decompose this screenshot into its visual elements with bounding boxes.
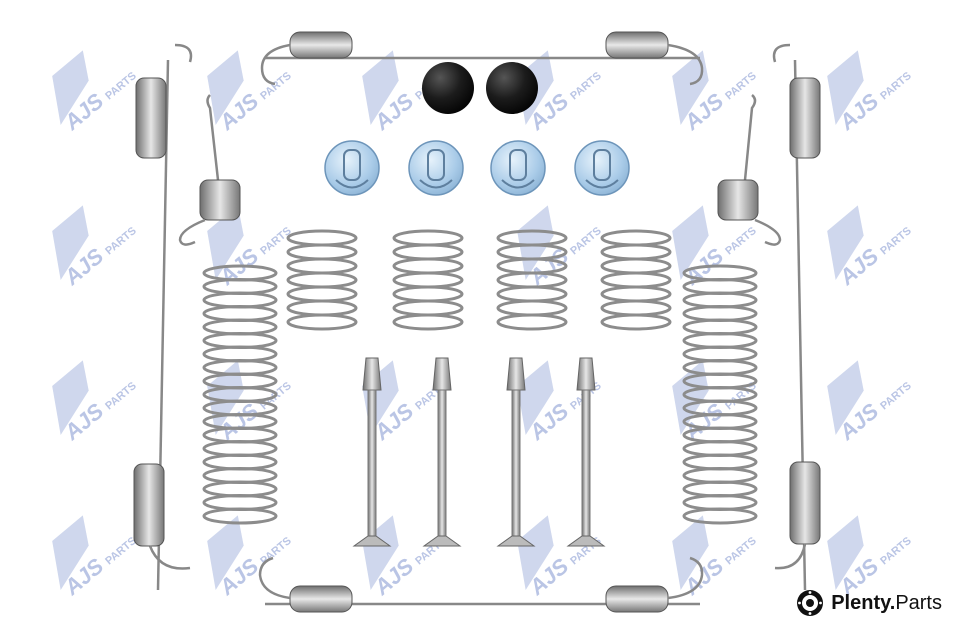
brand-dot: . <box>889 591 896 614</box>
short-spring <box>286 229 358 331</box>
side-spring-left <box>133 43 193 591</box>
svg-text:PARTS: PARTS <box>103 70 139 103</box>
hold-down-pin <box>566 357 606 547</box>
svg-text:PARTS: PARTS <box>103 535 139 568</box>
return-spring-top <box>260 31 704 86</box>
svg-text:PARTS: PARTS <box>568 70 604 103</box>
hooked-spring-left <box>178 94 241 246</box>
svg-text:PARTS: PARTS <box>878 380 914 413</box>
brand-suffix: Parts <box>895 591 942 614</box>
long-spring <box>682 264 758 525</box>
brake-disc-icon <box>797 590 824 616</box>
svg-text:PARTS: PARTS <box>723 225 759 258</box>
cap-1 <box>422 62 474 114</box>
hold-down-pin <box>422 357 462 547</box>
svg-text:PARTS: PARTS <box>878 225 914 258</box>
short-spring <box>600 229 672 331</box>
svg-text:PARTS: PARTS <box>103 380 139 413</box>
svg-text:PARTS: PARTS <box>878 70 914 103</box>
short-spring <box>496 229 568 331</box>
long-spring <box>202 264 278 525</box>
brand-name: Plenty <box>831 591 890 614</box>
svg-text:PARTS: PARTS <box>103 225 139 258</box>
svg-text:PARTS: PARTS <box>568 225 604 258</box>
retainer-clip <box>408 140 464 196</box>
hold-down-pin <box>352 357 392 547</box>
hooked-spring-right <box>717 94 782 246</box>
side-spring-right <box>772 43 821 591</box>
retainer-clip <box>574 140 630 196</box>
plenty-parts-logo: Plenty.Parts <box>795 588 942 618</box>
svg-text:PARTS: PARTS <box>878 535 914 568</box>
return-spring-bottom <box>258 556 704 613</box>
retainer-clip <box>490 140 546 196</box>
hold-down-pin <box>496 357 536 547</box>
parts-layer <box>133 31 821 613</box>
svg-text:PARTS: PARTS <box>723 535 759 568</box>
short-spring <box>392 229 464 331</box>
cap-2 <box>486 62 538 114</box>
retainer-clip <box>324 140 380 196</box>
